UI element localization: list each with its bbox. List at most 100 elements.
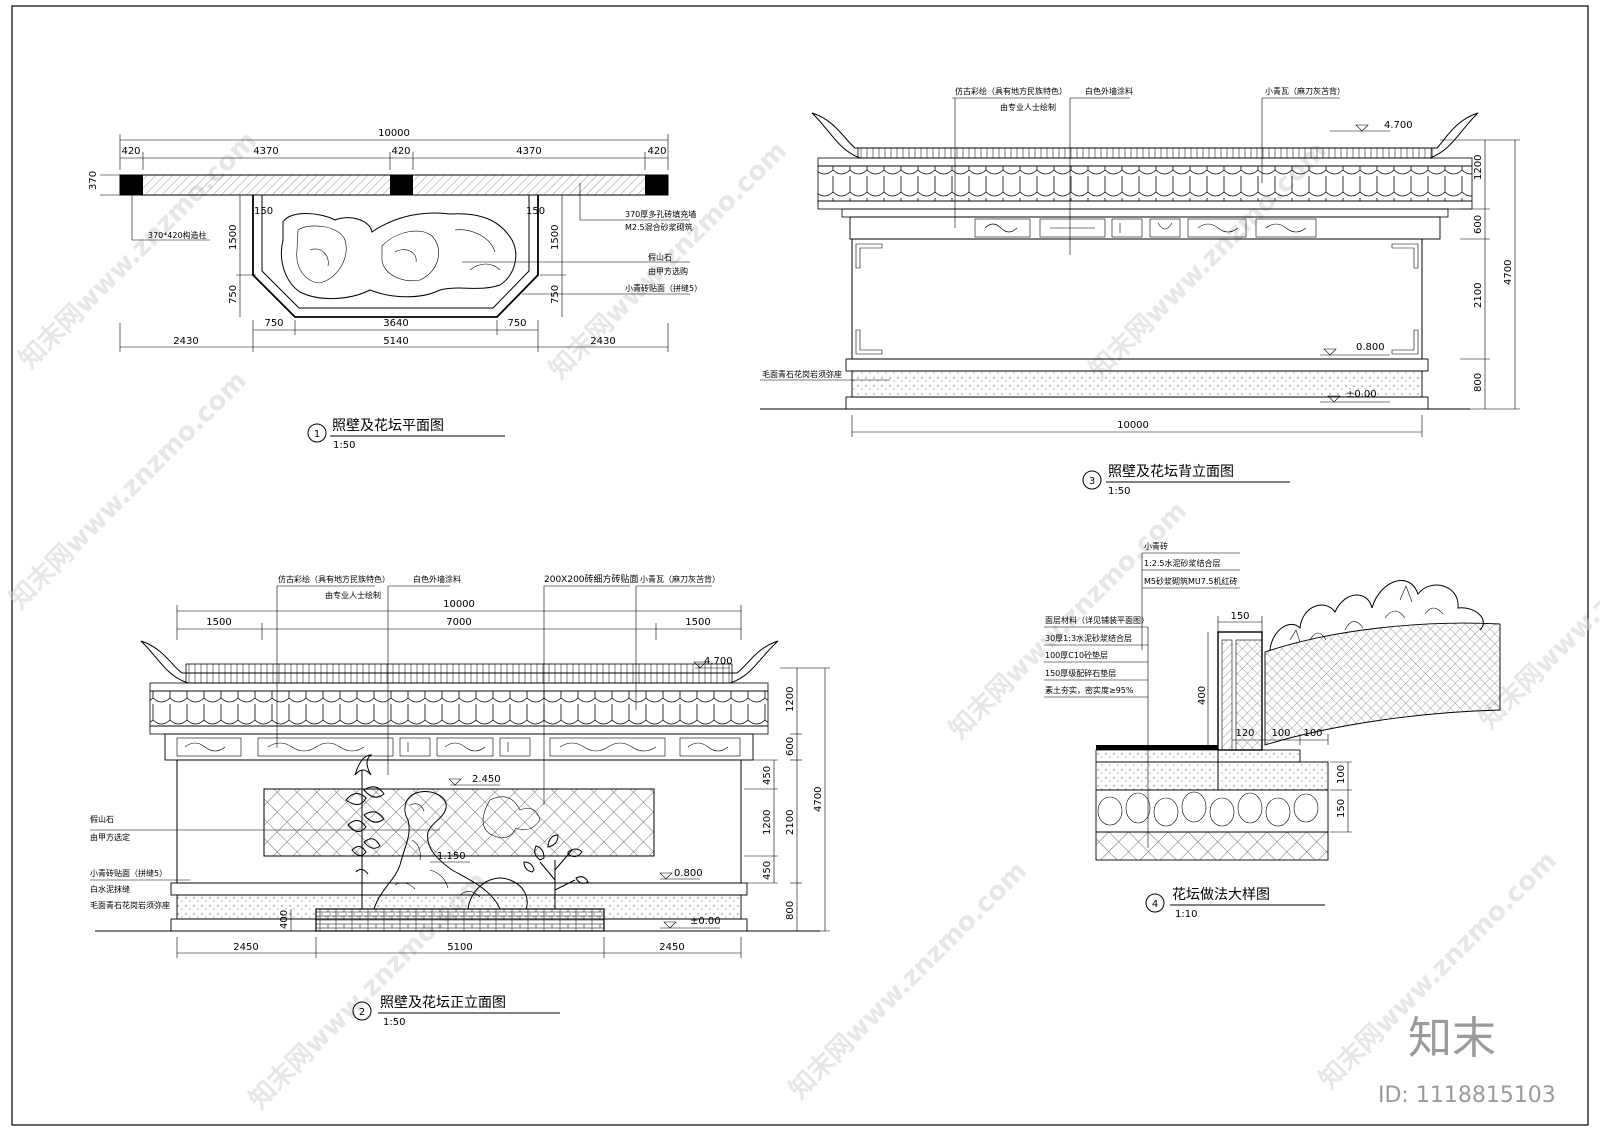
sheet-border [11, 5, 1589, 1126]
detail-label: 1:2.5水泥砂浆结合层 [1144, 558, 1221, 568]
compacted-soil [1095, 831, 1329, 861]
back-dim: 4700 [1503, 260, 1514, 285]
planter-outline [252, 195, 539, 318]
detail-label: 100厚C10砼垫层 [1045, 650, 1108, 660]
back-dim: 800 [1473, 373, 1484, 392]
plan-dim: 370 [88, 171, 99, 190]
soil-slope [1264, 622, 1501, 746]
shrub [1269, 579, 1484, 651]
front-dim: 1500 [206, 617, 231, 628]
back-label: 毛面青石花岗岩须弥座 [762, 369, 842, 379]
structural-column [645, 175, 668, 195]
front-dim: 400 [279, 910, 290, 929]
detail-dim: 100 [1336, 765, 1347, 784]
plan-view: 10000 420 4370 420 4370 420 370 150 1500… [88, 128, 702, 451]
planter-detail: 100 150 150 400 120 100 100 小青砖 1:2.5水泥砂… [1044, 541, 1501, 920]
front-dim: 10000 [443, 599, 475, 610]
detail-label: 面层材料（详见铺装平面图） [1045, 615, 1149, 625]
front-label: 毛面青石花岗岩须弥座 [90, 900, 170, 910]
detail-label: 素土夯实，密实度≥95% [1045, 685, 1134, 695]
detail-title: 花坛做法大样图 [1172, 887, 1270, 903]
front-scale: 1:50 [383, 1017, 405, 1028]
front-dim: 4700 [813, 787, 824, 812]
front-label: 由专业人士绘制 [325, 590, 381, 600]
back-dim-total: 10000 [1117, 420, 1149, 431]
shrub [482, 796, 589, 909]
plan-label: M2.5混合砂浆砌筑 [625, 222, 693, 232]
front-dim: 1500 [685, 617, 710, 628]
plan-dim: 420 [391, 146, 410, 157]
plan-dim: 150 [254, 206, 273, 217]
level-mark: 4.700 [1384, 120, 1413, 131]
back-label: 仿古彩绘（具有地方民族特色） [955, 86, 1067, 96]
plan-dim: 1500 [550, 225, 561, 250]
level-mark: 1.150 [437, 851, 466, 862]
detail-label: 30厚1:3水泥砂浆结合层 [1045, 633, 1132, 643]
detail-dim: 150 [1230, 611, 1249, 622]
front-title-number: 2 [359, 1007, 365, 1018]
plan-dim: 3640 [383, 318, 408, 329]
detail-label: M5砂浆砌筑MU7.5机红砖 [1144, 576, 1237, 586]
back-label: 小青瓦（麻刀灰苫背） [1265, 86, 1345, 96]
detail-dim: 120 [1235, 728, 1254, 739]
back-dim: 2100 [1473, 283, 1484, 308]
plan-dim: 2430 [590, 336, 615, 347]
front-label: 小青瓦（麻刀灰苫背） [640, 574, 720, 584]
plan-title: 照壁及花坛平面图 [332, 418, 444, 434]
level-mark: 2.450 [472, 774, 501, 785]
front-label: 由甲方选定 [90, 832, 130, 842]
back-title-number: 3 [1089, 476, 1095, 487]
back-dim: 1200 [1473, 155, 1484, 180]
brand-id: ID: 1118815103 [1378, 1083, 1556, 1108]
roof-curve [140, 640, 779, 684]
detail-label: 150厚级配碎石垫层 [1045, 668, 1116, 678]
plan-dim: 4370 [516, 146, 541, 157]
brand-logo: 知末 [1408, 1013, 1496, 1064]
plan-dim: 1500 [228, 225, 239, 250]
front-label: 小青砖贴面（拼缝5） [90, 868, 167, 878]
level-mark: ±0.00 [690, 916, 721, 927]
front-dim: 5100 [447, 942, 472, 953]
detail-dim: 400 [1197, 686, 1208, 705]
watermark: 知末网www.znzmo.com [784, 856, 1033, 1105]
front-elevation: 10000 1500 7000 1500 [90, 573, 830, 1028]
front-dim: 2450 [233, 942, 258, 953]
detail-scale: 1:10 [1175, 909, 1197, 920]
watermark: 知末网www.znzmo.com [4, 366, 253, 615]
tile-panel [263, 788, 655, 857]
front-title: 照壁及花坛正立面图 [380, 995, 506, 1011]
tree [345, 754, 385, 909]
back-elevation: 4.700 0.800 ±0.00 1200 600 2100 800 4700… [760, 86, 1520, 497]
watermark-layer: 知末网www.znzmo.com 知末网www.znzmo.com 知末网www… [4, 126, 1600, 1115]
plan-dim: 5140 [383, 336, 408, 347]
detail-dim: 100 [1271, 728, 1290, 739]
front-dim: 2450 [659, 942, 684, 953]
plan-label: 由甲方选购 [648, 266, 688, 276]
plan-dim: 4370 [253, 146, 278, 157]
plan-dim: 750 [507, 318, 526, 329]
plan-label: 370*420构造柱 [148, 230, 207, 240]
structural-column [390, 175, 413, 195]
detail-dim: 150 [1336, 799, 1347, 818]
rockery [280, 212, 517, 300]
front-dim: 1200 [785, 687, 796, 712]
back-label: 由专业人士绘制 [1000, 102, 1056, 112]
plan-dim: 2430 [173, 336, 198, 347]
back-label: 白色外墙涂料 [1085, 86, 1133, 96]
front-dim: 1200 [762, 810, 773, 835]
front-dim: 450 [762, 766, 773, 785]
plan-dim: 150 [526, 206, 545, 217]
watermark: 知末网www.znzmo.com [14, 126, 263, 375]
front-label: 200X200砖细方砖贴面 [544, 573, 639, 585]
plan-dim: 420 [647, 146, 666, 157]
detail-title-number: 4 [1152, 899, 1158, 910]
planter-front [315, 908, 605, 932]
plan-dim: 750 [228, 285, 239, 304]
rockery [373, 791, 501, 910]
front-dim: 800 [785, 901, 796, 920]
front-dim: 600 [785, 737, 796, 756]
plan-label: 小青砖贴面（拼缝5） [625, 283, 702, 293]
back-dim: 600 [1473, 215, 1484, 234]
level-mark: ±0.00 [1346, 389, 1377, 400]
